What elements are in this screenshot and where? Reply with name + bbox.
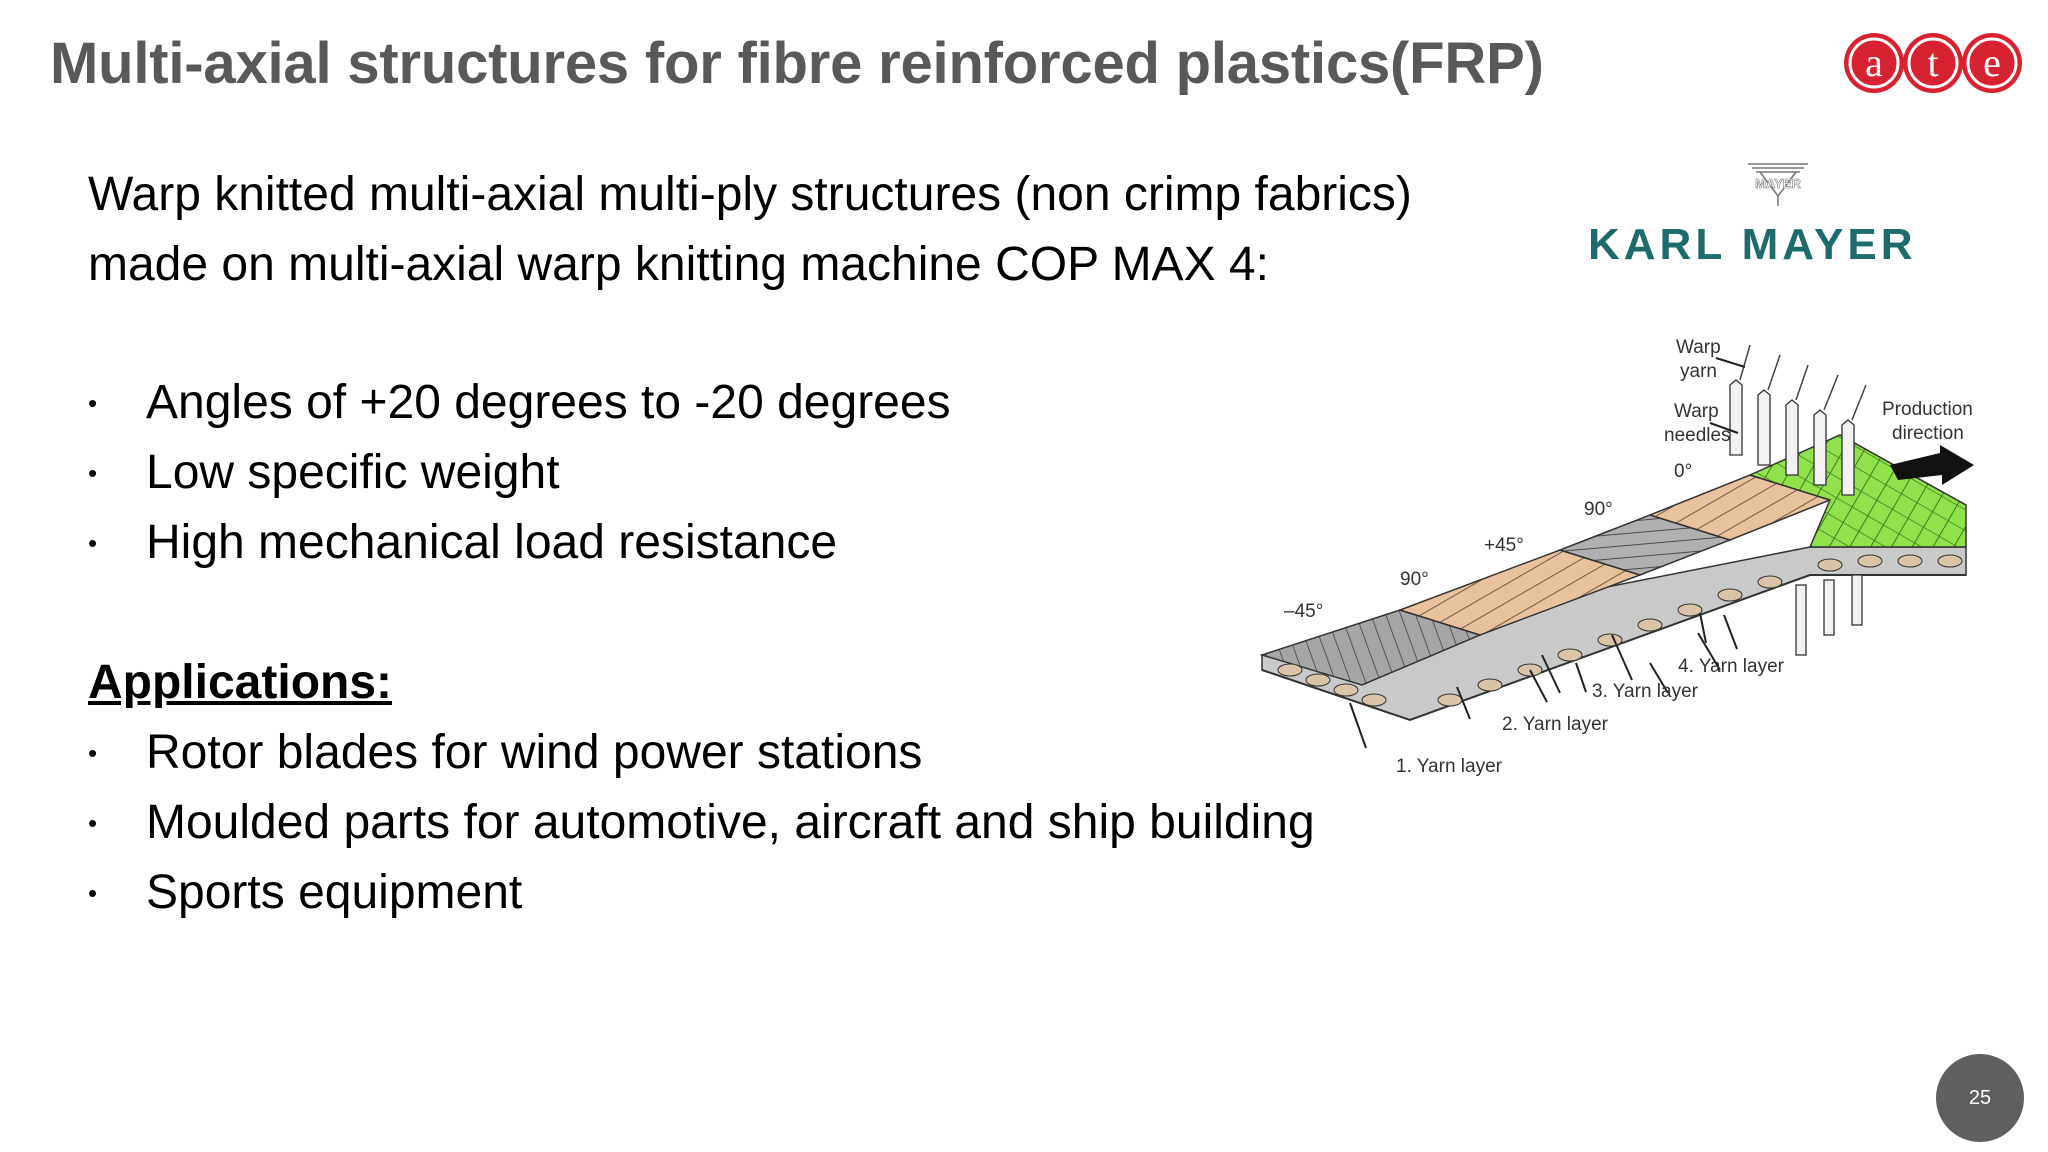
application-item: Sports equipment <box>88 858 1538 928</box>
label-warp-needles-1: Warp <box>1674 401 1719 422</box>
intro-text: Warp knitted multi-axial multi-ply struc… <box>88 160 1538 300</box>
label-warp-needles-2: needles <box>1664 425 1731 446</box>
multiaxial-fabric-diagram: Warp yarn Warp needles Production direct… <box>1259 337 1974 777</box>
applications-list: Rotor blades for wind power stations Mou… <box>88 718 1538 928</box>
label-layer-3: 3. Yarn layer <box>1592 681 1699 702</box>
label-production-2: direction <box>1892 423 1964 444</box>
karl-mayer-logo: KARL MAYER <box>1588 220 1917 269</box>
karl-mayer-mark-text: MAYER <box>1755 176 1801 191</box>
label-layer-2: 2. Yarn layer <box>1502 714 1609 735</box>
intro-line-1: Warp knitted multi-axial multi-ply struc… <box>88 168 1412 221</box>
label-production-1: Production <box>1882 399 1973 420</box>
warp-needles <box>1729 379 1863 656</box>
label-angle-90-top: 90° <box>1584 499 1613 520</box>
label-angle-90: 90° <box>1400 569 1429 590</box>
label-warp-yarn-2: yarn <box>1680 361 1717 382</box>
production-direction-arrow <box>1890 445 1974 485</box>
application-item: Rotor blades for wind power stations <box>88 718 1538 788</box>
properties-list: Angles of +20 degrees to -20 degrees Low… <box>88 368 1538 578</box>
slide-title: Multi-axial structures for fibre reinfor… <box>50 31 1544 96</box>
intro-line-2: made on multi-axial warp knitting machin… <box>88 238 1269 291</box>
label-angle-0: 0° <box>1674 461 1692 482</box>
applications-heading: Applications: <box>88 656 393 709</box>
application-item: Moulded parts for automotive, aircraft a… <box>88 788 1538 858</box>
layer-0-green <box>1747 434 1967 548</box>
label-layer-4: 4. Yarn layer <box>1678 656 1785 677</box>
property-item: Low specific weight <box>88 438 1538 508</box>
ate-letter-e: e <box>1983 40 2001 85</box>
label-angle-minus-45: –45° <box>1284 601 1323 622</box>
ate-letter-a: a <box>1865 40 1883 85</box>
ate-logo: a t e <box>1844 33 2022 93</box>
page-number-badge: 25 <box>1936 1054 2024 1142</box>
property-item: High mechanical load resistance <box>88 508 1538 578</box>
karl-mayer-emblem: MAYER <box>1748 163 1808 206</box>
label-angle-plus-45: +45° <box>1484 535 1524 556</box>
warp-yarns <box>1739 344 1867 421</box>
property-item: Angles of +20 degrees to -20 degrees <box>88 368 1538 438</box>
label-layer-1: 1. Yarn layer <box>1396 756 1503 777</box>
ate-letter-t: t <box>1927 40 1938 85</box>
label-warp-yarn-1: Warp <box>1676 337 1721 358</box>
